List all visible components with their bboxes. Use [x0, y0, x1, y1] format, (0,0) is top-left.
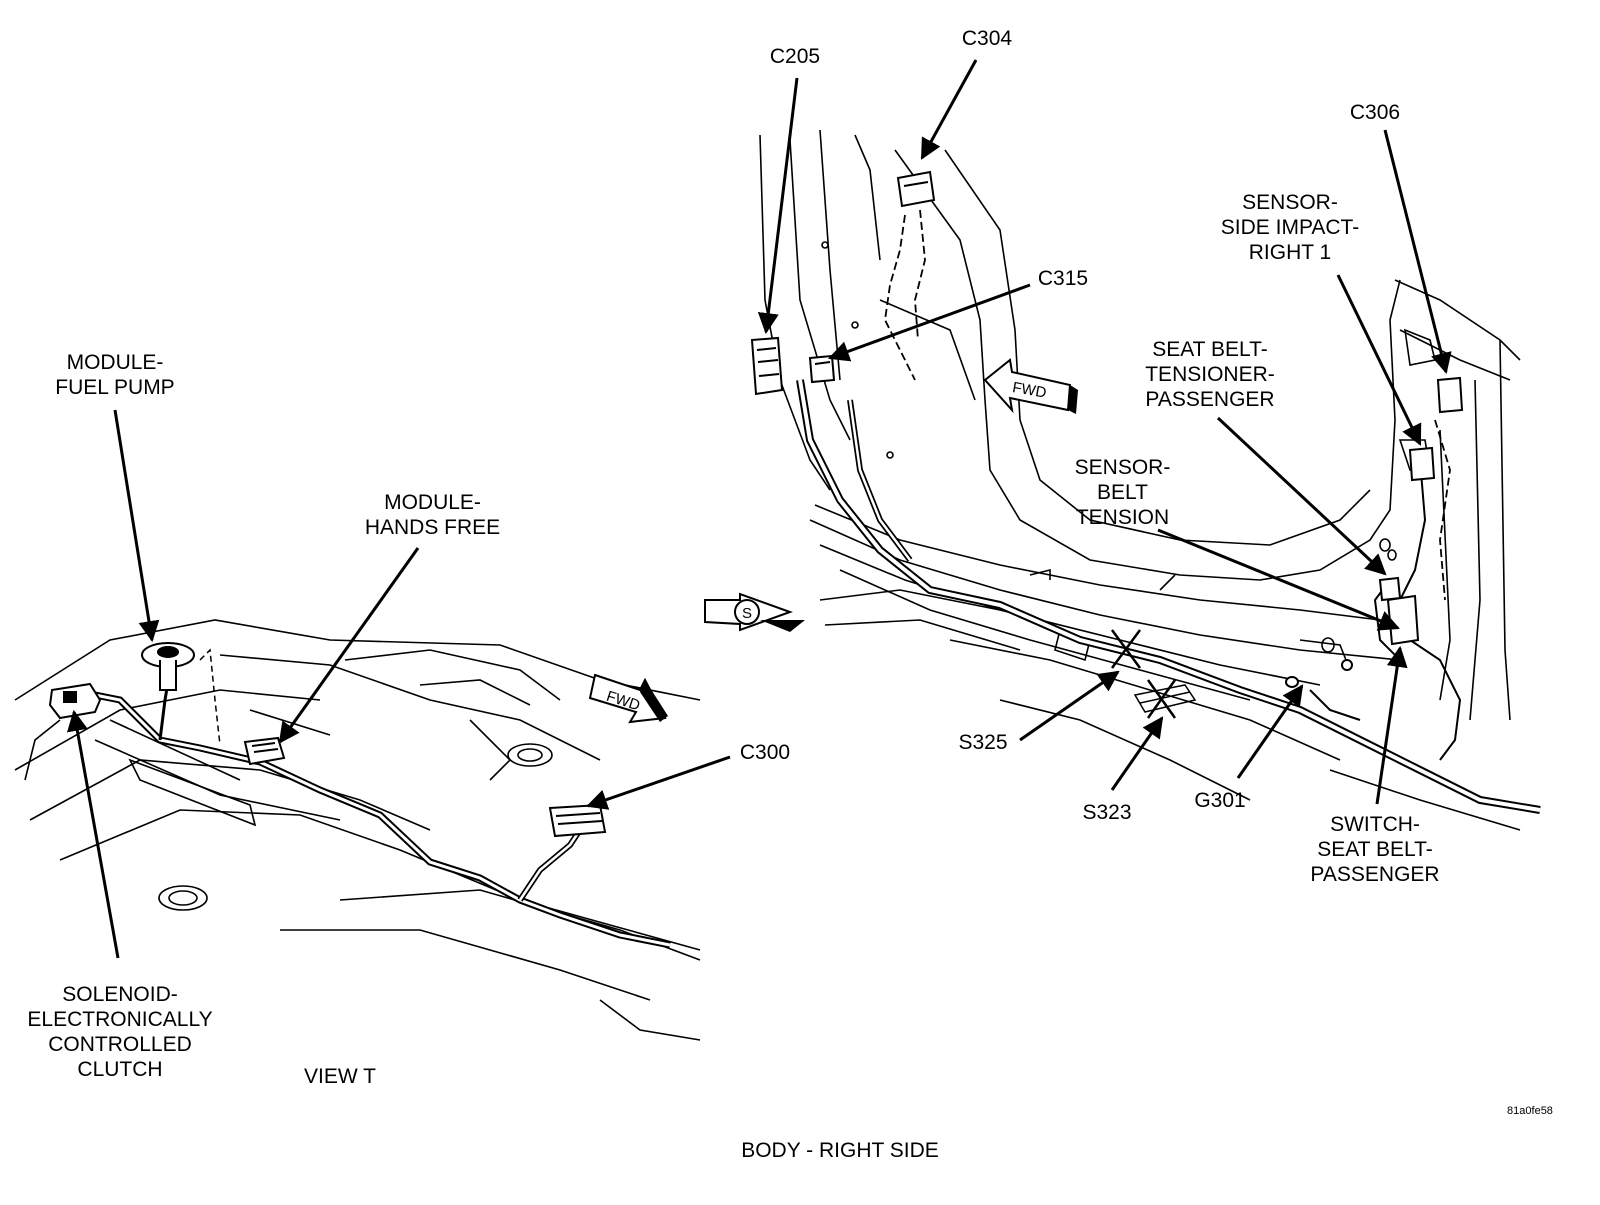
c205-connector-shape [750, 336, 784, 396]
leader-side-impact [1336, 274, 1422, 446]
side-impact-sensor-shape [1436, 376, 1464, 414]
label-seat-belt-tensioner: SEAT BELT- TENSIONER- PASSENGER [1145, 338, 1275, 411]
leader-c306 [1383, 129, 1452, 375]
leader-c300 [586, 755, 731, 810]
leader-tensioner [1216, 416, 1387, 576]
fuel-pump-module-shape [141, 642, 195, 691]
splice-symbol-s: S [742, 605, 752, 622]
fwd-label-right: FWD [1011, 379, 1048, 402]
g301-ground-shape [1285, 676, 1299, 688]
label-g301: G301 [1194, 789, 1246, 812]
c306-connector-shape [1408, 446, 1436, 482]
body-side-connectors [750, 170, 1464, 688]
belt-tension-sensor-shape [1378, 576, 1402, 602]
splice-markers [1110, 629, 1177, 719]
leader-s323 [1110, 716, 1164, 791]
leader-c304 [920, 59, 978, 160]
leader-fuel-pump [113, 409, 160, 643]
label-switch-seat-belt: SWITCH- SEAT BELT- PASSENGER [1310, 813, 1440, 886]
leader-switch [1375, 645, 1408, 805]
diagram-caption: BODY - RIGHT SIDE [741, 1139, 939, 1162]
leader-s325 [1019, 670, 1120, 742]
label-solenoid-clutch: SOLENOID- ELECTRONICALLY CONTROLLED CLUT… [27, 983, 213, 1081]
fwd-arrow-left: FWD [588, 673, 668, 724]
label-s323: S323 [1082, 801, 1132, 824]
leader-arrows [66, 59, 1452, 959]
leader-c205 [757, 77, 799, 335]
solenoid-connector-shape [48, 682, 102, 720]
seat-belt-switch-shape [1386, 594, 1420, 646]
fwd-arrow-right: FWD [983, 358, 1078, 414]
c300-connector-shape [548, 803, 607, 838]
label-module-hands-free: MODULE- HANDS FREE [364, 491, 501, 539]
s323-harness-stub [1133, 684, 1197, 713]
label-module-fuel-pump: MODULE- FUEL PUMP [55, 351, 175, 399]
label-c306: C306 [1349, 101, 1401, 124]
label-c304: C304 [961, 27, 1013, 50]
label-view-t: VIEW T [304, 1065, 376, 1088]
leader-g301 [1236, 684, 1304, 779]
label-sensor-belt-tension: SENSOR- BELT TENSION [1074, 456, 1171, 529]
hands-free-connector-shape [243, 736, 286, 766]
c315-connector-shape [808, 354, 836, 384]
body-side-structure [759, 129, 1521, 831]
leader-c315 [828, 283, 1031, 362]
view-s-arrow: S [704, 592, 805, 632]
leader-belt-tension [1157, 528, 1400, 631]
c304-connector-shape [896, 170, 936, 208]
label-s325: S325 [958, 731, 1008, 754]
label-c315: C315 [1037, 267, 1089, 290]
body-side-harness [796, 209, 1541, 814]
leader-solenoid [66, 709, 120, 959]
label-c300: C300 [739, 741, 791, 764]
label-c205: C205 [769, 45, 821, 68]
leader-hands-free [278, 547, 420, 744]
label-sensor-side-impact: SENSOR- SIDE IMPACT- RIGHT 1 [1220, 191, 1360, 264]
image-code: 81a0fe58 [1507, 1105, 1553, 1117]
s325-splice-mark [1110, 629, 1142, 669]
